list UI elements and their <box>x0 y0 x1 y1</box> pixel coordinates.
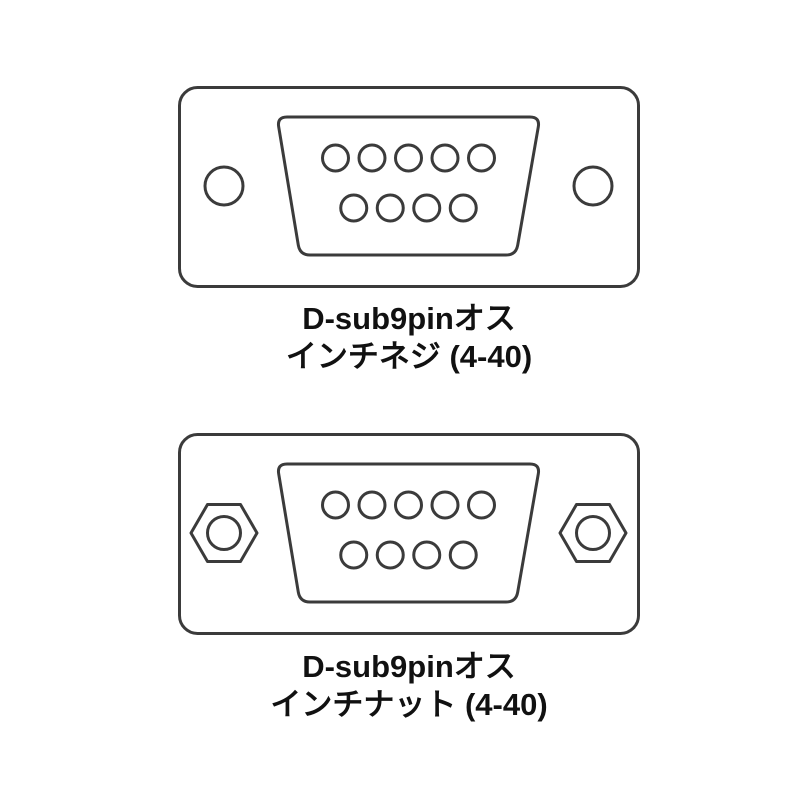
caption-inch-screw: D-sub9pinオス インチネジ (4-40) <box>128 300 690 376</box>
pin-6 <box>339 193 369 223</box>
pin-7 <box>375 193 405 223</box>
pin-4 <box>430 143 460 173</box>
screw-hole-right <box>572 165 614 207</box>
pin-9 <box>448 540 478 570</box>
connector-label: D-sub9pinオス <box>302 649 516 684</box>
pins-top-row <box>321 143 496 173</box>
hex-nut-left-hole <box>206 515 242 551</box>
pin-5 <box>467 143 496 173</box>
pin-2 <box>357 490 387 520</box>
pin-1 <box>321 490 350 520</box>
pin-6 <box>339 540 369 570</box>
pin-8 <box>412 540 442 570</box>
screw-hole-left <box>203 165 245 207</box>
connector-label: D-sub9pinオス <box>302 301 516 336</box>
pin-9 <box>448 193 478 223</box>
dsub-shell <box>276 462 541 604</box>
dsub9pin-inch-nut-diagram <box>178 433 640 635</box>
dsub-shell <box>276 115 541 257</box>
pin-5 <box>467 490 496 520</box>
fastener-label: インチネジ (4-40) <box>285 339 533 374</box>
pin-2 <box>357 143 387 173</box>
pin-8 <box>412 193 442 223</box>
pins-bottom-row <box>339 540 478 570</box>
pins-top-row <box>321 490 496 520</box>
fastener-label: インチナット (4-40) <box>270 687 548 722</box>
pin-3 <box>394 490 423 520</box>
dsub9pin-inch-screw-diagram <box>178 86 640 288</box>
pin-1 <box>321 143 350 173</box>
pin-3 <box>394 143 423 173</box>
pin-7 <box>375 540 405 570</box>
caption-inch-nut: D-sub9pinオス インチナット (4-40) <box>128 648 690 724</box>
pin-4 <box>430 490 460 520</box>
hex-nut-right-hole <box>575 515 611 551</box>
pins-bottom-row <box>339 193 478 223</box>
